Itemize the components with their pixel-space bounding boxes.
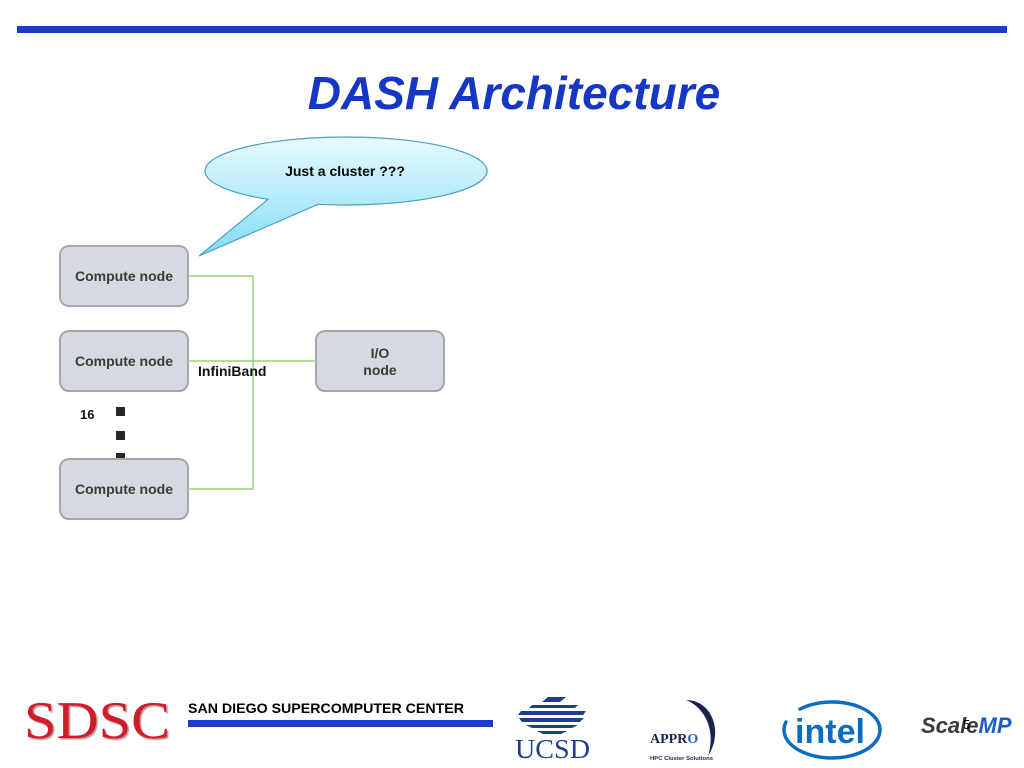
- header-rule: [17, 26, 1007, 33]
- scalemp-wordmark-scale: Scale: [921, 713, 979, 738]
- ucsd-emblem-icon: [518, 697, 586, 734]
- appro-tagline: HPC Cluster Solutions: [650, 756, 713, 762]
- ucsd-emblem-stripe: [526, 725, 578, 728]
- compute-node-box: [59, 458, 189, 520]
- scalemp-wordmark: ScaleMP: [921, 713, 1012, 738]
- intel-logo: intel: [782, 700, 882, 760]
- ucsd-emblem-stripe: [518, 711, 586, 715]
- slide-title: DASH Architecture: [308, 67, 720, 119]
- callout-bubble: [198, 136, 488, 257]
- appro-swoosh-icon: [686, 700, 716, 756]
- compute-node-box: [59, 330, 189, 392]
- footer: SDSC SAN DIEGO SUPERCOMPUTER CENTER UCSD…: [24, 692, 1012, 764]
- continuation-mark: [116, 431, 125, 440]
- node-count-label: 16: [80, 407, 94, 422]
- io-node-box: [315, 330, 445, 392]
- ucsd-logo: UCSD: [515, 697, 590, 764]
- ucsd-emblem-stripe: [529, 705, 578, 708]
- io-node-label-line2: node: [363, 362, 397, 378]
- compute-node-box: [59, 245, 189, 307]
- continuation-mark: [116, 453, 125, 462]
- compute-node: Compute node: [59, 330, 189, 392]
- compute-node-label: Compute node: [75, 481, 173, 497]
- compute-bus-link: [188, 275, 254, 490]
- appro-wordmark: APPRO: [650, 732, 698, 747]
- infiniband-links: [188, 275, 316, 490]
- intel-swoosh-icon: [782, 700, 882, 760]
- compute-node-label: Compute node: [75, 353, 173, 369]
- ucsd-emblem-stripe: [519, 718, 584, 722]
- ucsd-emblem-stripe: [542, 697, 566, 702]
- interconnect-label: InfiniBand: [198, 363, 266, 379]
- ucsd-emblem-stripe: [537, 731, 567, 734]
- appro-wordmark-main: APPR: [650, 732, 688, 747]
- compute-node: Compute node: [59, 245, 189, 307]
- compute-node: Compute node: [59, 458, 189, 520]
- center-name: SAN DIEGO SUPERCOMPUTER CENTER: [188, 700, 464, 716]
- intel-wordmark: intel: [795, 713, 865, 751]
- appro-wordmark-o: O: [687, 732, 698, 747]
- callout: Just a cluster ???: [198, 136, 488, 257]
- compute-node-label: Compute node: [75, 268, 173, 284]
- continuation-mark: [116, 407, 125, 416]
- io-node-label-line1: I/O: [371, 345, 390, 361]
- sdsc-logo: SDSC: [24, 692, 170, 750]
- callout-text: Just a cluster ???: [285, 163, 405, 179]
- scalemp-wordmark-mp: MP: [979, 713, 1012, 738]
- ucsd-wordmark: UCSD: [515, 734, 590, 764]
- io-node: I/O node: [315, 330, 445, 392]
- continuation-marks: [116, 407, 125, 462]
- scalemp-logo: ScaleMP: [921, 713, 1012, 738]
- page-number: 5: [963, 717, 970, 732]
- center-name-underline: [188, 720, 493, 727]
- appro-logo: APPRO HPC Cluster Solutions: [650, 700, 716, 762]
